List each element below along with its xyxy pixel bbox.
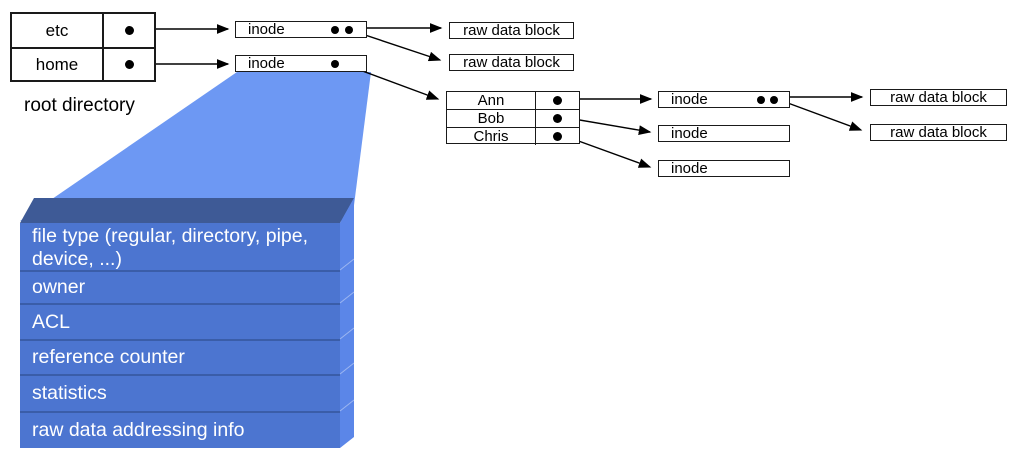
pointer-dot-icon — [553, 132, 562, 141]
dir-entry-name: home — [12, 47, 102, 80]
inode-structure-slab: file type (regular, directory, pipe, dev… — [20, 223, 340, 448]
inode-field: owner — [20, 270, 340, 303]
pointer-dot-icon — [770, 95, 778, 104]
slab-side-row-edges — [339, 258, 355, 412]
pointer-dot-icon — [124, 26, 134, 35]
dir-entry-pointer-cell — [535, 92, 579, 109]
raw-data-block-label: raw data block — [890, 124, 987, 141]
raw-data-block: raw data block — [870, 89, 1007, 106]
dir-entry-pointer-cell — [535, 127, 579, 145]
dir-entry-label: Bob — [477, 110, 505, 127]
raw-data-block-label: raw data block — [890, 89, 987, 106]
inode-field: ACL — [20, 303, 340, 339]
inode-box-bob: inode — [658, 125, 790, 142]
home-directory-table: Ann Bob Chris — [446, 91, 580, 145]
inode-field: statistics — [20, 374, 340, 411]
inode-field: file type (regular, directory, pipe, dev… — [20, 223, 340, 270]
raw-data-block: raw data block — [449, 22, 574, 39]
pointer-dot-icon — [553, 114, 562, 123]
slab-top-face — [20, 198, 354, 223]
dir-entry-name: Ann — [447, 92, 535, 109]
raw-data-block-label: raw data block — [463, 54, 560, 71]
arrow-ann-inode-to-rawblock-2 — [776, 98, 863, 131]
pointer-dot-icon — [331, 59, 339, 68]
dir-entry-pointer-cell — [102, 47, 154, 80]
root-directory-table: etc home — [10, 12, 156, 82]
pointer-dot-icon — [757, 95, 765, 104]
pointer-dot-icon — [553, 96, 562, 105]
inode-label: inode — [248, 21, 285, 38]
raw-data-block: raw data block — [449, 54, 574, 71]
zoom-beam — [20, 72, 371, 221]
inode-box-chris: inode — [658, 160, 790, 177]
pointer-dot-icon — [331, 25, 339, 34]
inode-label: inode — [671, 160, 708, 177]
dir-entry-name: Chris — [447, 127, 535, 145]
dir-entry-name: etc — [12, 14, 102, 47]
inode-label: inode — [671, 125, 708, 142]
raw-data-block: raw data block — [870, 124, 1007, 141]
inode-label: inode — [671, 91, 708, 108]
dir-entry-name: Bob — [447, 109, 535, 127]
pointer-dot-icon — [345, 25, 353, 34]
dir-entry-label: home — [35, 54, 79, 74]
dir-entry-pointer-cell — [535, 109, 579, 127]
inode-box-etc: inode — [235, 21, 367, 38]
pointer-dot-icon — [124, 60, 134, 69]
slab-right-face — [340, 198, 354, 448]
root-directory-caption: root directory — [24, 95, 135, 116]
raw-data-block-label: raw data block — [463, 22, 560, 39]
dir-entry-label: Ann — [477, 92, 505, 109]
inode-field: raw data addressing info — [20, 411, 340, 448]
inode-label: inode — [248, 55, 285, 72]
inode-box-ann: inode — [658, 91, 790, 108]
dir-entry-label: Chris — [473, 128, 509, 145]
inode-box-home: inode — [235, 55, 367, 72]
dir-entry-pointer-cell — [102, 14, 154, 47]
inode-field: reference counter — [20, 339, 340, 374]
dir-entry-label: etc — [45, 20, 69, 40]
